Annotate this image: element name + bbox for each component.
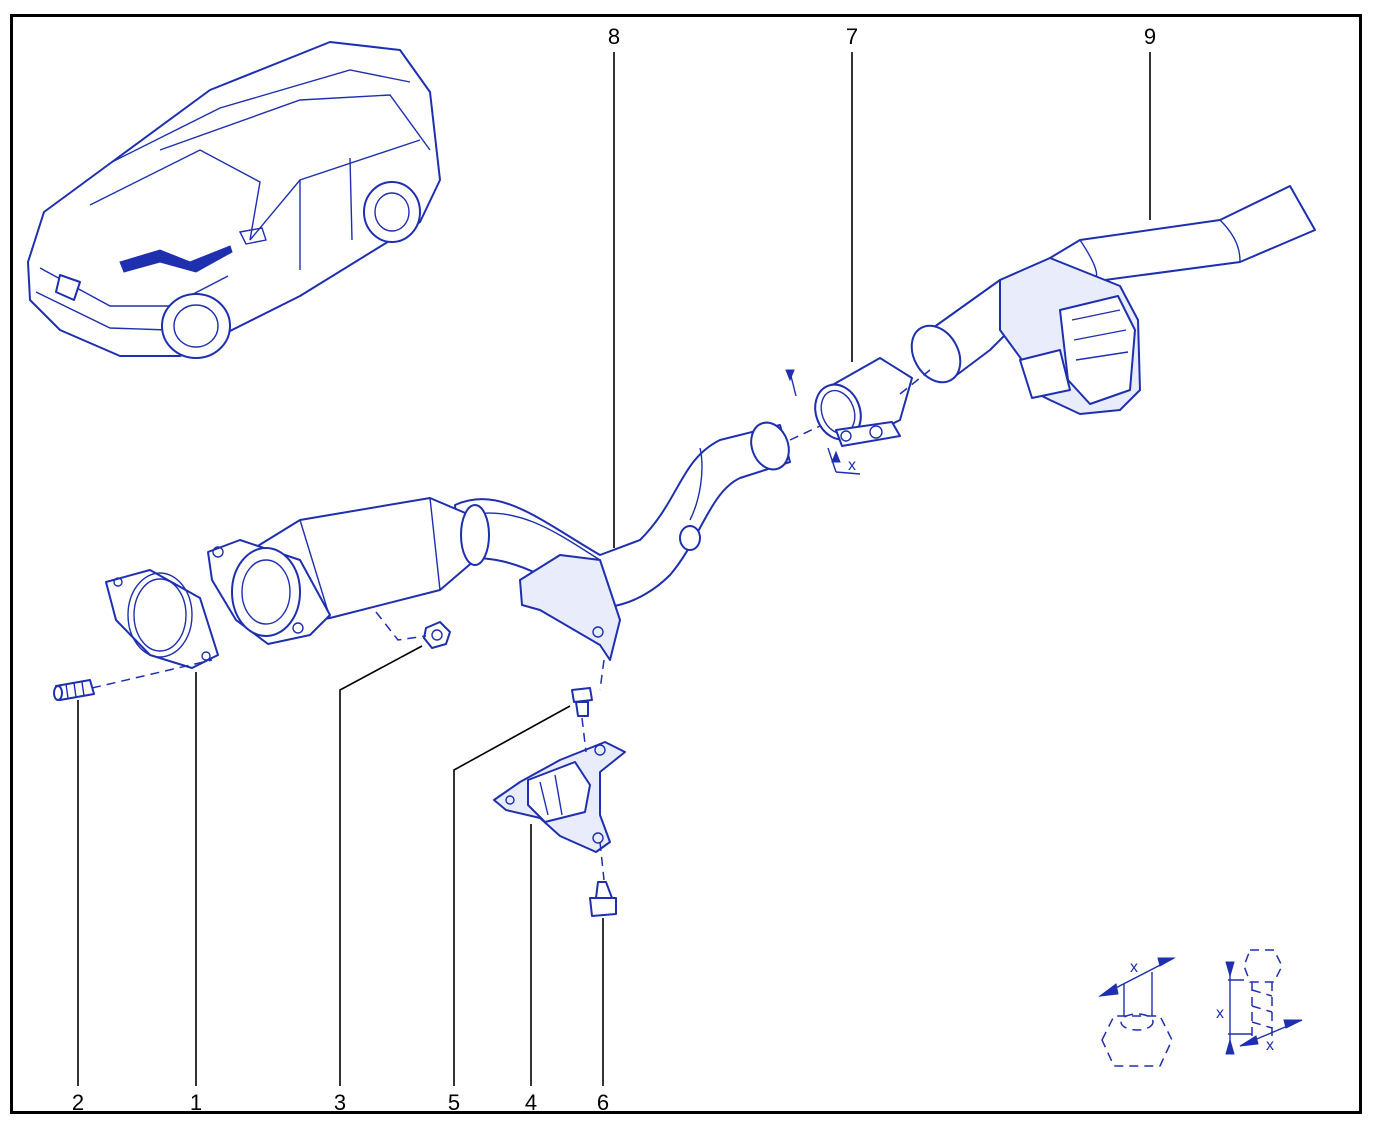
callout-4: 4 — [525, 1090, 537, 1115]
pipe-clamp — [814, 357, 913, 447]
car-location-thumbnail — [27, 41, 441, 359]
callout-2: 2 — [72, 1090, 84, 1115]
upper-bolt — [571, 687, 593, 717]
alignment-lines — [91, 369, 931, 881]
callout-5: 5 — [448, 1090, 460, 1115]
callout-6: 6 — [597, 1090, 609, 1115]
clamp-dimension-label: x — [848, 457, 856, 474]
callout-8: 8 — [608, 24, 620, 49]
callout-numbers: 2 1 3 5 4 6 8 7 9 — [72, 24, 1156, 1115]
nut-dimension-label: x — [1130, 959, 1138, 976]
flange-gasket — [105, 569, 219, 669]
nut-dimension-pictogram: x — [1098, 957, 1176, 1067]
diagram-frame — [10, 14, 1362, 1114]
callout-3: 3 — [334, 1090, 346, 1115]
callout-1: 1 — [190, 1090, 202, 1115]
mounting-bracket — [493, 741, 626, 853]
callout-9: 9 — [1144, 24, 1156, 49]
callout-7: 7 — [846, 24, 858, 49]
turbo-outlet-assembly — [910, 185, 1316, 415]
exhaust-downpipe-assembly — [207, 421, 791, 661]
bolt-length-label: x — [1216, 1005, 1224, 1022]
lower-bolt — [589, 881, 617, 917]
stud — [53, 679, 95, 701]
bolt-dimension-pictogram: x x — [1216, 949, 1303, 1055]
clamp-dimension-marker: x — [785, 369, 861, 475]
leader-lines — [77, 52, 1151, 1086]
bolt-diameter-label: x — [1266, 1037, 1274, 1054]
nut — [423, 621, 451, 649]
